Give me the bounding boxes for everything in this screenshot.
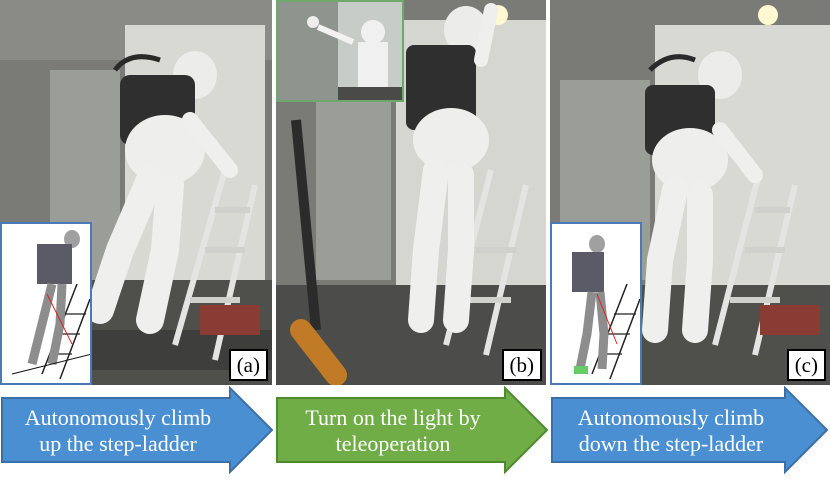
- simulation-inset-a: [0, 222, 92, 385]
- step-arrow-2: Turn on the light by teleoperation: [275, 385, 549, 475]
- panel-label-a: (a): [228, 349, 268, 381]
- arrow-caption-line1: Turn on the light by: [305, 405, 481, 430]
- robot-turning-light-photo: [276, 0, 546, 385]
- arrow-caption: Autonomously climb down the step-ladder: [550, 405, 792, 457]
- arrow-caption-line2: up the step-ladder: [39, 431, 197, 456]
- arrow-shape: [1, 385, 274, 475]
- panel-label-c: (c): [786, 349, 826, 381]
- arrow-caption-line2: teleoperation: [335, 431, 451, 456]
- arrow-caption-line1: Autonomously climb: [24, 405, 212, 430]
- panel-label-b: (b): [501, 349, 542, 381]
- simulation-inset-c: [550, 222, 642, 385]
- arrow-caption: Turn on the light by teleoperation: [275, 405, 511, 457]
- arrow-caption: Autonomously climb up the step-ladder: [0, 405, 236, 457]
- photo-panel-a: (a): [0, 0, 272, 385]
- arrow-shape: [551, 385, 829, 475]
- photo-panel-c: (c): [550, 0, 830, 385]
- arrow-caption-line2: down the step-ladder: [578, 431, 764, 456]
- arrow-caption-line1: Autonomously climb: [577, 405, 765, 430]
- simulation-robot-diagram: [2, 224, 90, 383]
- teleoperation-robot-photo: [278, 2, 402, 100]
- photo-panel-b: (b): [276, 0, 546, 385]
- teleoperation-inset-photo: [276, 0, 404, 102]
- step-arrow-1: Autonomously climb up the step-ladder: [0, 385, 274, 475]
- simulation-robot-diagram: [552, 224, 640, 383]
- arrow-shape: [276, 385, 549, 475]
- step-arrow-3: Autonomously climb down the step-ladder: [550, 385, 829, 475]
